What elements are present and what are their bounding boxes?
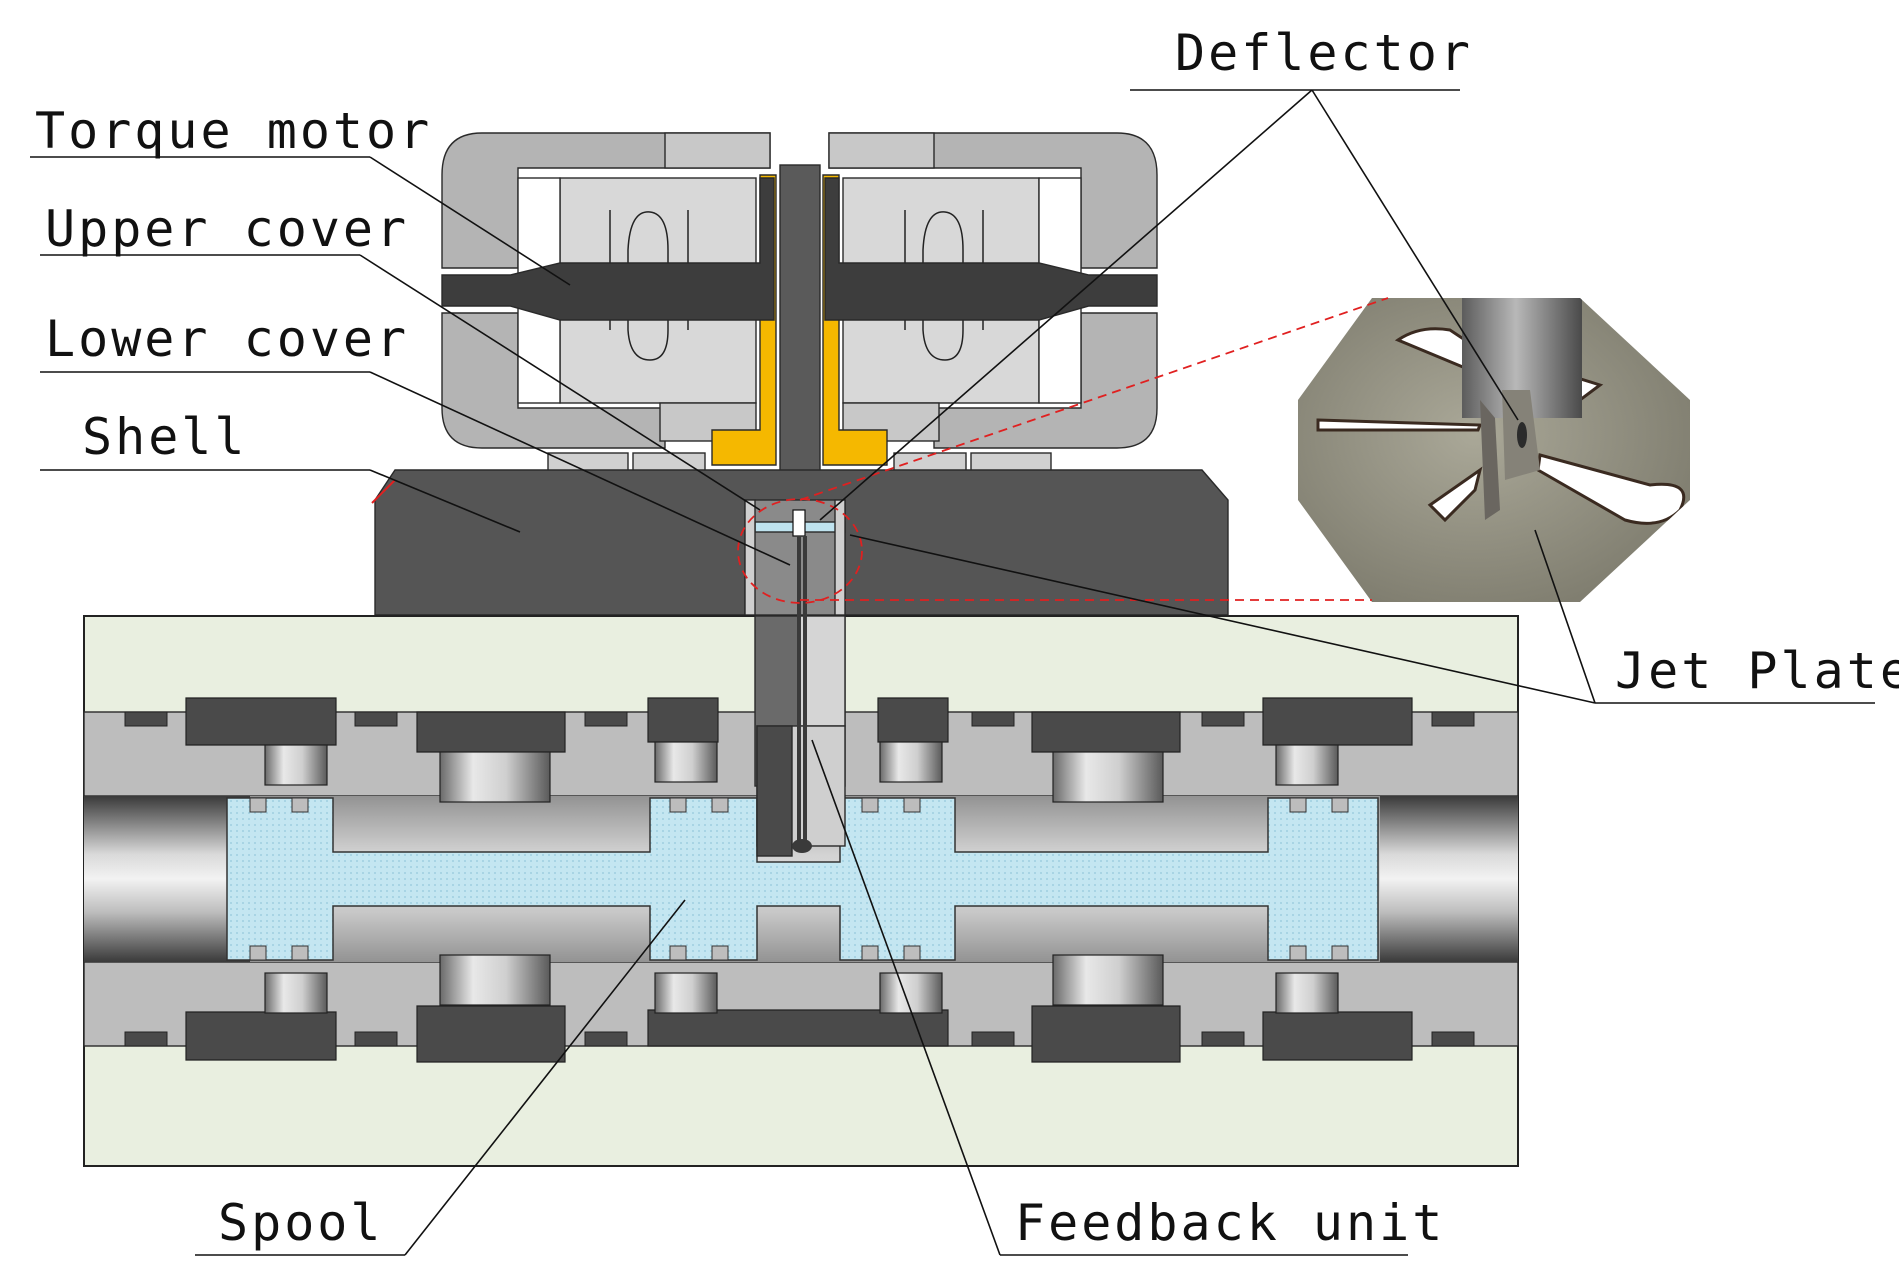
leader-lines [30,89,1875,1256]
label-jet-plate: Jet Plate [1615,642,1899,700]
label-spool: Spool [218,1194,384,1252]
label-feedback-unit: Feedback unit [1015,1194,1445,1252]
label-torque-motor: Torque motor [35,102,432,160]
label-upper-cover: Upper cover [45,200,409,258]
jet-plate-detail [1298,298,1690,602]
label-lower-cover: Lower cover [45,310,409,368]
armature-stem [779,164,821,506]
deflector-section [792,509,806,537]
label-deflector: Deflector [1175,24,1473,82]
label-shell: Shell [82,408,248,466]
feedback-rod [797,536,807,840]
detail-callout [737,297,1389,604]
torque-motor [441,132,1158,506]
valve-body [83,536,1519,1167]
